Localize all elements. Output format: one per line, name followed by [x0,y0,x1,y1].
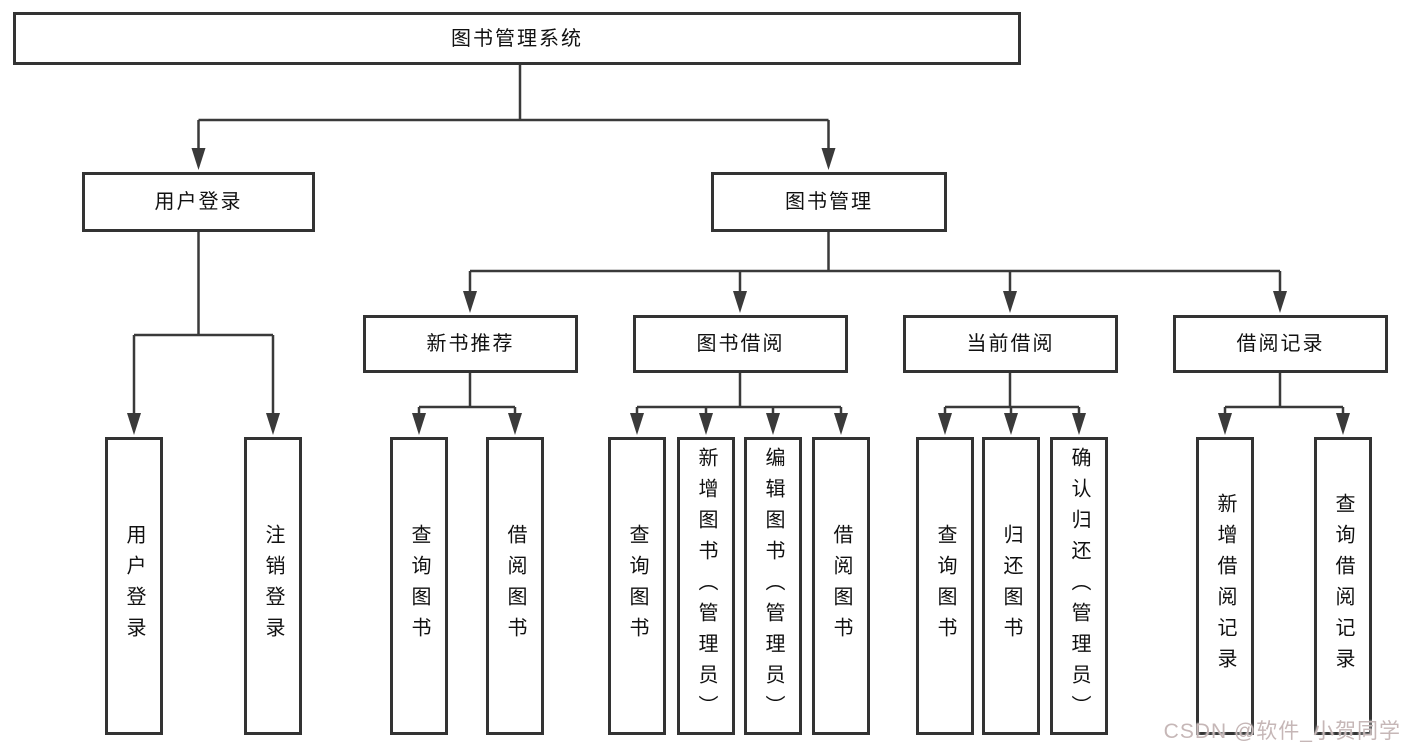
node-label: 查询图书 [934,524,956,648]
leaf-query-books-borrowing: 查询图书 [608,437,666,735]
node-label: 确认归还（管理员） [1068,446,1090,726]
leaf-query-borrow-record: 查询借阅记录 [1314,437,1372,735]
leaf-borrow-books-borrowing: 借阅图书 [812,437,870,735]
arrowhead-down-icon [938,413,952,435]
arrowhead-down-icon [508,413,522,435]
leaf-borrow-books-recommend: 借阅图书 [486,437,544,735]
arrowhead-down-icon [1273,291,1287,313]
node-current-borrowing: 当前借阅 [903,315,1118,373]
node-label: 借阅图书 [504,524,526,648]
node-label: 查询图书 [408,524,430,648]
arrowhead-down-icon [1336,413,1350,435]
leaf-user-login: 用户登录 [105,437,163,735]
node-label: 新增借阅记录 [1214,493,1236,679]
arrowhead-down-icon [1218,413,1232,435]
arrowhead-down-icon [834,413,848,435]
node-label: 新增图书（管理员） [695,446,717,726]
node-label: 用户登录 [154,191,243,213]
arrowhead-down-icon [1072,413,1086,435]
watermark: CSDN @软件_小贺同学 [1163,720,1401,743]
leaf-return-books: 归还图书 [982,437,1040,735]
leaf-add-books-admin: 新增图书（管理员） [677,437,735,735]
node-label: 当前借阅 [966,333,1055,355]
node-label: 用户登录 [123,524,145,648]
arrowhead-down-icon [1004,413,1018,435]
arrowhead-down-icon [821,148,836,170]
node-borrowing-records: 借阅记录 [1173,315,1388,373]
arrowhead-down-icon [463,291,477,313]
node-label: 编辑图书（管理员） [762,446,784,726]
node-label: 注销登录 [262,524,284,648]
node-user-login: 用户登录 [82,172,315,232]
leaf-query-books-current: 查询图书 [916,437,974,735]
node-label: 借阅图书 [830,524,852,648]
node-book-borrowing: 图书借阅 [633,315,848,373]
arrowhead-down-icon [412,413,426,435]
node-label: 借阅记录 [1236,333,1325,355]
arrowhead-down-icon [191,148,206,170]
arrowhead-down-icon [127,413,141,435]
node-book-management-system: 图书管理系统 [13,12,1021,65]
connector-borrowing-to-leaves [635,373,843,422]
leaf-query-books-recommend: 查询图书 [390,437,448,735]
arrowhead-down-icon [266,413,280,435]
connector-records-to-leaves [1223,373,1345,422]
leaf-edit-books-admin: 编辑图书（管理员） [744,437,802,735]
arrowhead-down-icon [1003,291,1017,313]
leaf-add-borrow-record: 新增借阅记录 [1196,437,1254,735]
leaf-confirm-return-admin: 确认归还（管理员） [1050,437,1108,735]
node-label: 查询借阅记录 [1332,493,1354,679]
arrowheads [127,148,1350,435]
node-label: 归还图书 [1000,524,1022,648]
node-book-management: 图书管理 [711,172,947,232]
node-label: 图书借阅 [696,333,785,355]
node-label: 查询图书 [626,524,648,648]
arrowhead-down-icon [733,291,747,313]
node-new-book-recommendation: 新书推荐 [363,315,578,373]
arrowhead-down-icon [630,413,644,435]
arrowhead-down-icon [699,413,713,435]
node-label: 图书管理系统 [451,27,583,50]
connector-root-to-level1 [197,65,830,155]
connector-userlogin-to-leaves [132,232,275,422]
connector-bookmgmt-to-level2 [468,232,1282,300]
leaf-logout: 注销登录 [244,437,302,735]
connector-newrec-to-leaves [417,373,517,422]
arrowhead-down-icon [766,413,780,435]
node-label: 图书管理 [785,191,873,213]
node-label: 新书推荐 [426,333,515,355]
